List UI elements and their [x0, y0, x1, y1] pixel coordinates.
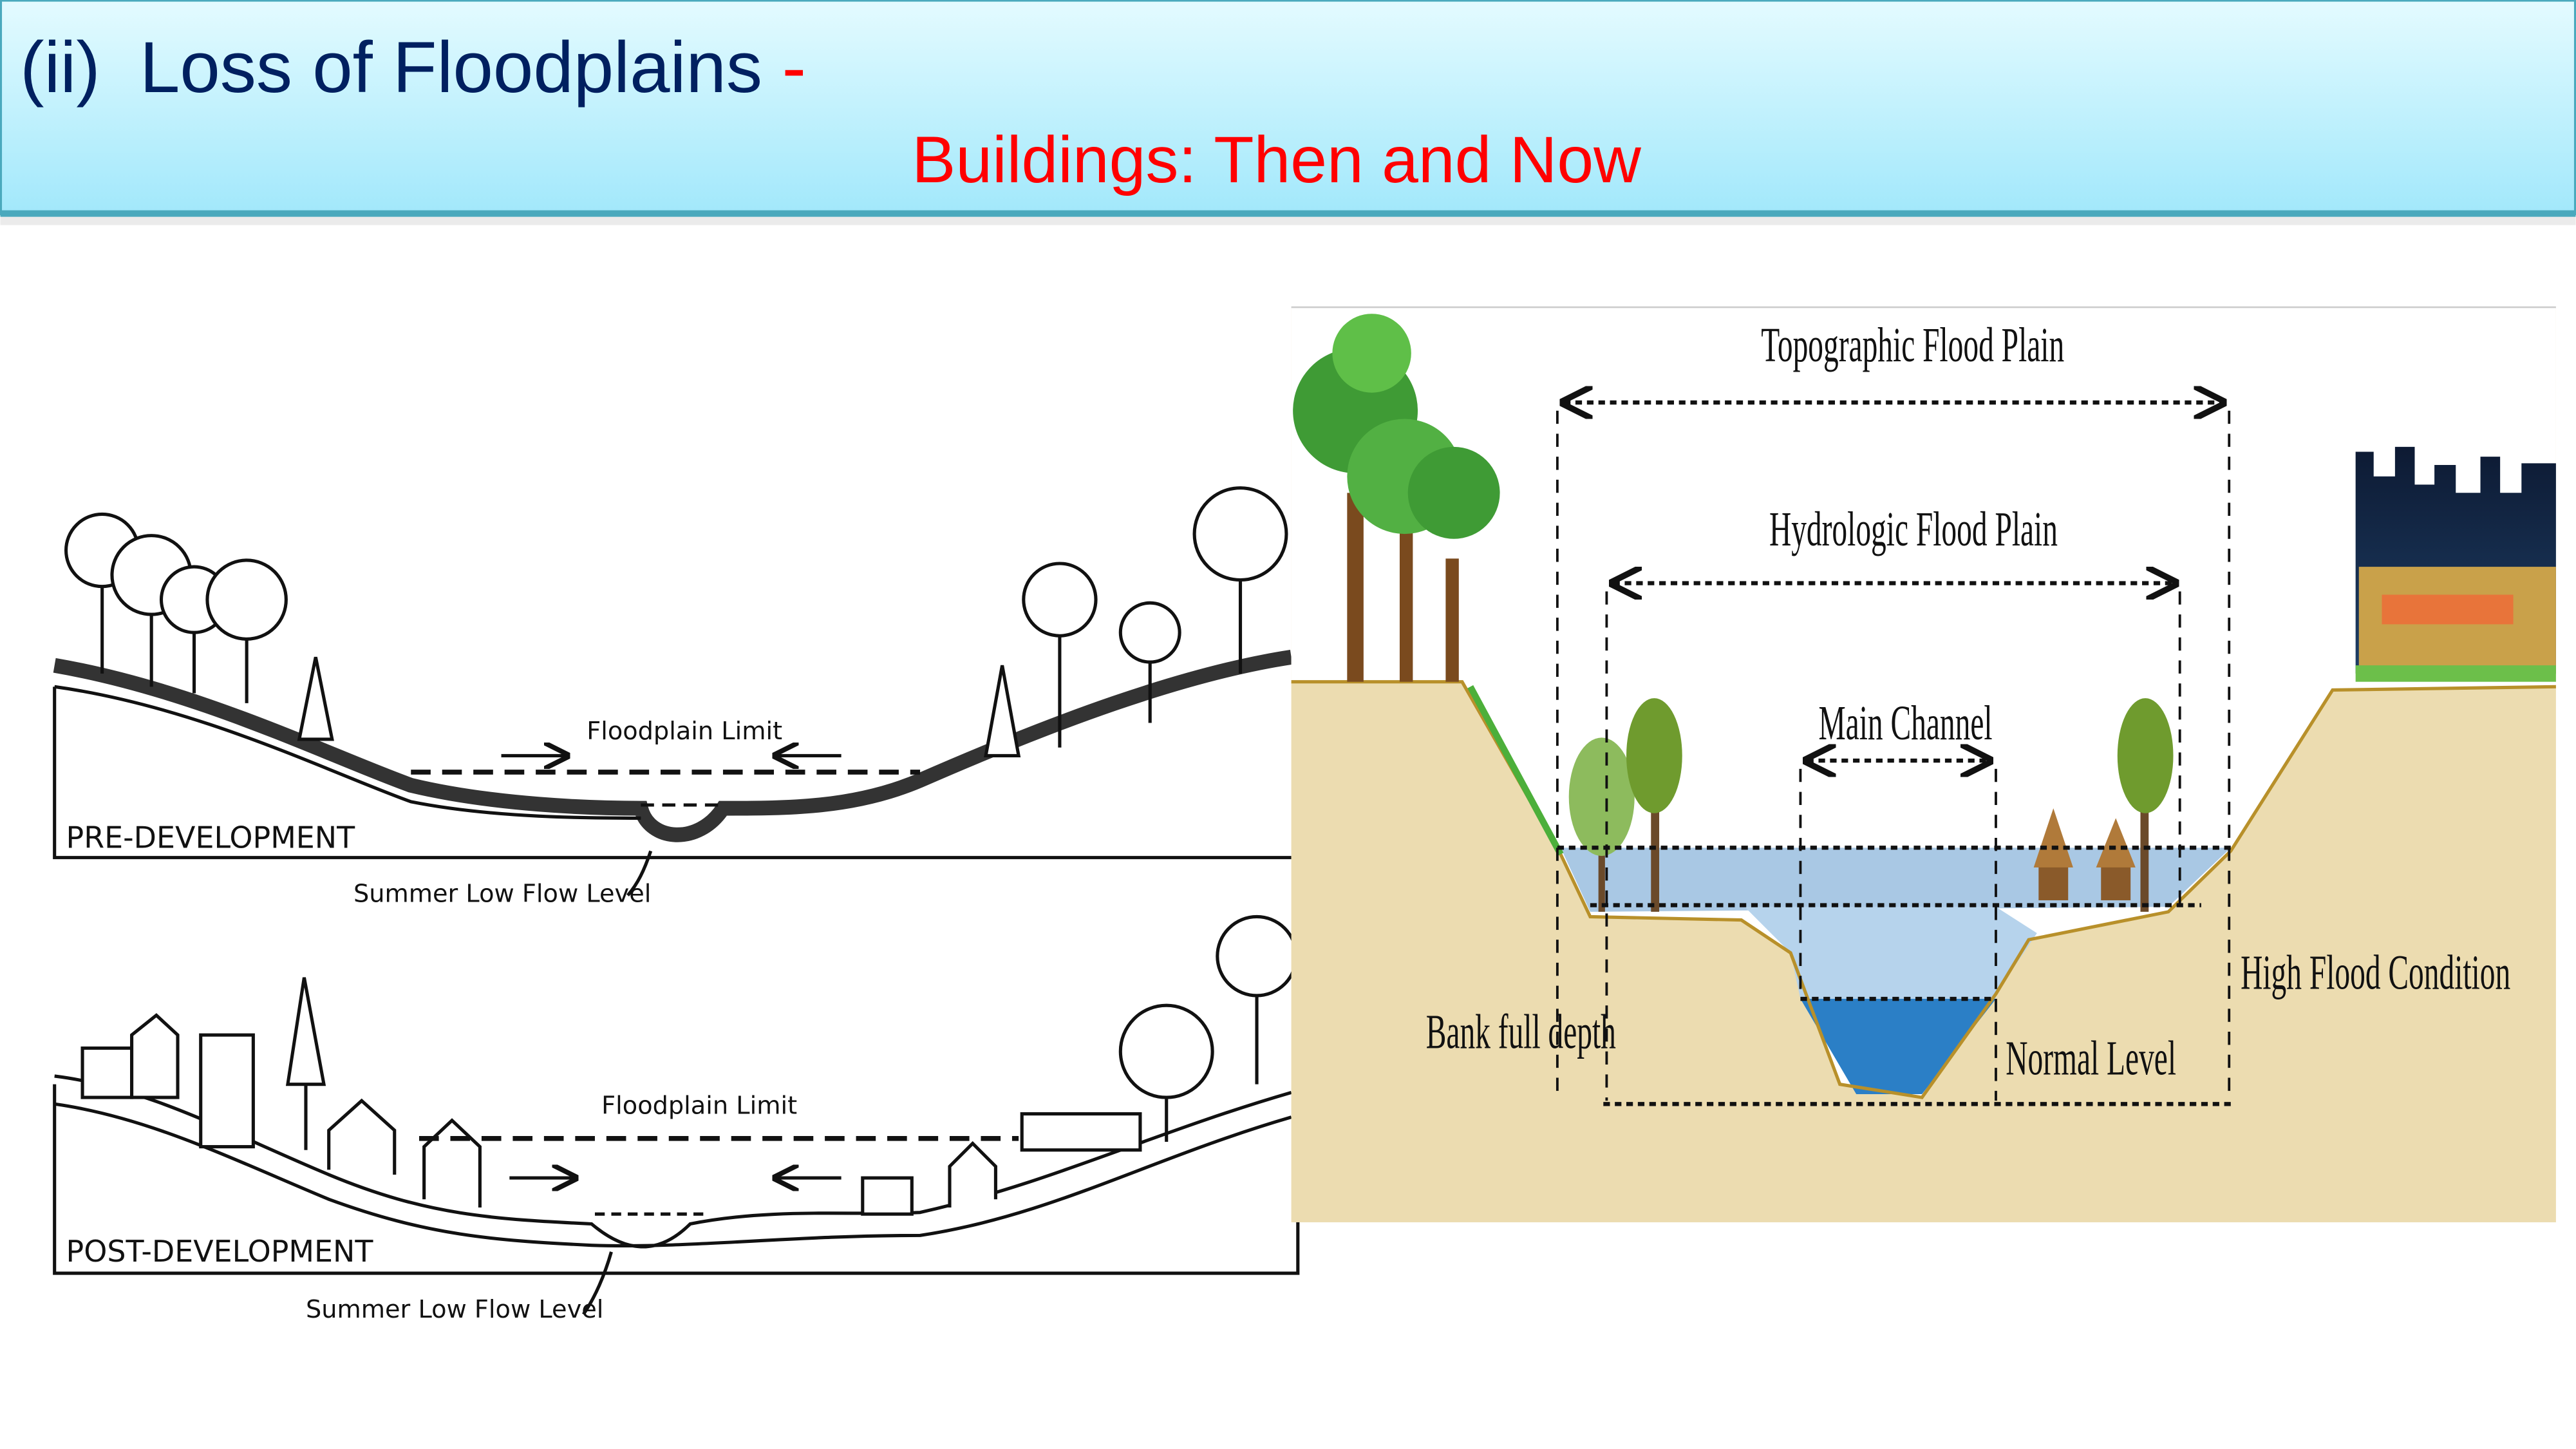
hut-icon	[2033, 808, 2136, 900]
channel-water	[1800, 999, 1996, 1094]
tree-icon	[64, 486, 1288, 758]
main-channel-label: Main Channel	[1818, 695, 1992, 750]
title-number: (ii)	[20, 26, 100, 108]
flood-plain-cross-section	[1291, 306, 2556, 1222]
title-separator: -	[782, 26, 806, 108]
slide-subtitle: Buildings: Then and Now	[912, 123, 1641, 196]
post-development-sketch	[53, 914, 1300, 1316]
post-development-label: POST-DEVELOPMENT	[66, 1234, 374, 1269]
city-icon	[2355, 446, 2556, 682]
slide-title: Loss of Floodplains	[140, 26, 762, 108]
house-icon	[80, 914, 1298, 1216]
post-floodplain-limit-label: Floodplain Limit	[601, 1092, 797, 1121]
bank-full-depth-label: Bank full depth	[1426, 1004, 1616, 1059]
post-low-flow-label: Summer Low Flow Level	[306, 1295, 603, 1324]
title-banner: (ii) Loss of Floodplains- Buildings: Then…	[0, 0, 2576, 225]
pre-development-label: PRE-DEVELOPMENT	[66, 820, 356, 855]
svg-text:(ii)Loss of Floodplains-: (ii) Loss of Floodplains-	[20, 26, 806, 108]
pre-development-sketch	[53, 486, 1293, 896]
pre-low-flow-label: Summer Low Flow Level	[353, 880, 651, 909]
high-flood-condition-label: High Flood Condition	[2241, 945, 2510, 999]
hydrologic-flood-plain-label: Hydrologic Flood Plain	[1769, 501, 2058, 556]
pre-floodplain-limit-label: Floodplain Limit	[587, 717, 782, 746]
topographic-flood-plain-label: Topographic Flood Plain	[1761, 317, 2064, 372]
normal-level-label: Normal Level	[2006, 1030, 2176, 1085]
tree-icon	[1293, 314, 2174, 912]
